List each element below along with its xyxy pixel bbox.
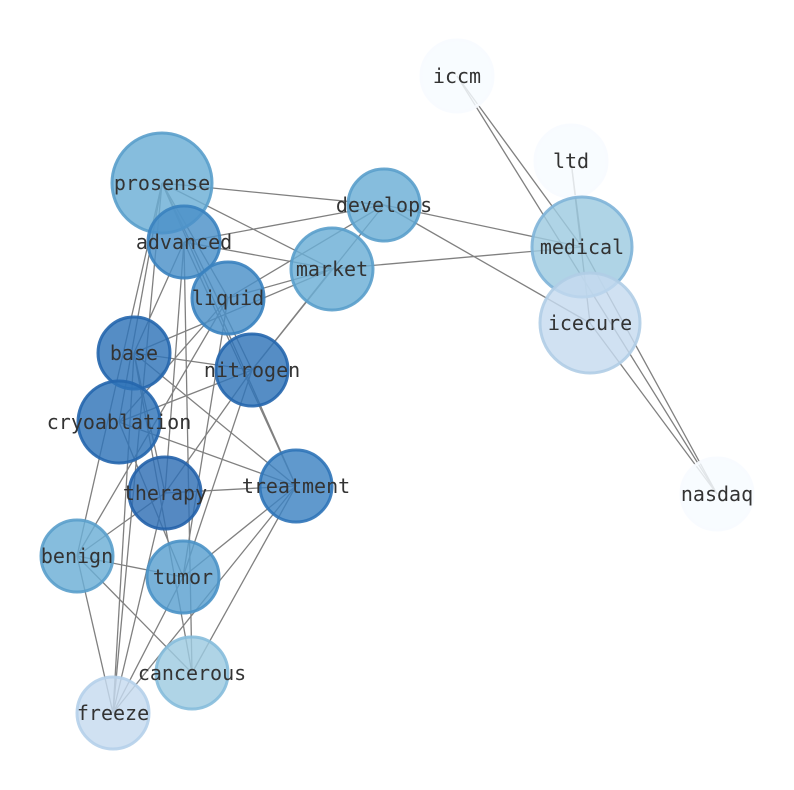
node-circle-treatment [258,448,334,524]
node-circle-cryoablation [76,379,162,465]
node-cancerous: cancerous [138,635,246,711]
node-circle-develops [346,167,422,243]
node-circle-cancerous [154,635,230,711]
node-circle-liquid [190,260,266,336]
node-circle-freeze [75,675,151,751]
node-label-develops: develops [336,193,432,217]
node-develops: develops [336,167,432,243]
node-ltd: ltd [533,123,609,199]
node-label-cryoablation: cryoablation [47,410,192,434]
node-circle-nasdaq [679,456,755,532]
node-iccm: iccm [419,38,495,114]
node-circle-advanced [146,204,222,280]
node-label-therapy: therapy [123,481,207,505]
node-label-cancerous: cancerous [138,661,246,685]
node-label-icecure: icecure [548,311,632,335]
node-market: market [289,226,375,312]
node-label-prosense: prosense [114,171,210,195]
node-label-market: market [296,257,368,281]
node-circle-icecure [538,271,642,375]
node-label-ltd: ltd [553,149,589,173]
node-circle-market [289,226,375,312]
node-circle-nitrogen [214,332,290,408]
node-label-benign: benign [41,544,113,568]
node-label-freeze: freeze [77,701,149,725]
node-icecure: icecure [538,271,642,375]
node-label-nitrogen: nitrogen [204,358,300,382]
node-cryoablation: cryoablation [47,379,192,465]
node-circle-benign [39,518,115,594]
node-base: base [96,315,172,391]
node-advanced: advanced [136,204,232,280]
node-label-base: base [110,341,158,365]
node-label-tumor: tumor [153,565,213,589]
node-label-liquid: liquid [192,286,264,310]
node-label-treatment: treatment [242,474,350,498]
graph-nodes: iccm ltd medical icecure nasdaq prosense devel… [39,38,755,751]
node-nasdaq: nasdaq [679,456,755,532]
node-nitrogen: nitrogen [204,332,300,408]
node-label-advanced: advanced [136,230,232,254]
node-treatment: treatment [242,448,350,524]
node-circle-iccm [419,38,495,114]
node-freeze: freeze [75,675,151,751]
node-liquid: liquid [190,260,266,336]
node-therapy: therapy [123,455,207,531]
node-tumor: tumor [145,539,221,615]
node-label-nasdaq: nasdaq [681,482,753,506]
node-circle-tumor [145,539,221,615]
edge-advanced-therapy [164,241,185,494]
node-label-iccm: iccm [433,64,481,88]
node-circle-therapy [127,455,203,531]
node-label-medical: medical [540,235,624,259]
node-benign: benign [39,518,115,594]
edge-liquid-tumor [182,297,229,578]
edge-therapy-freeze [112,492,166,714]
